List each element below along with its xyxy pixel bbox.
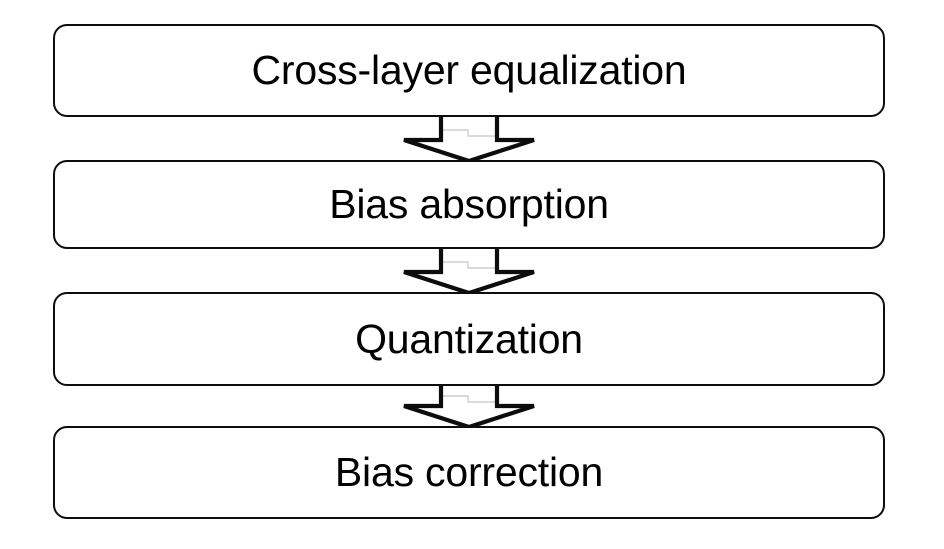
process-box-label: Bias correction — [334, 449, 604, 495]
process-box-label: Bias absorption — [329, 181, 609, 227]
process-box-cross-layer-equalization[interactable]: Cross-layer equalization — [53, 24, 885, 117]
process-box-label: Cross-layer equalization — [251, 47, 687, 93]
process-box-bias-correction[interactable]: Bias correction — [53, 426, 885, 519]
process-box-bias-absorption[interactable]: Bias absorption — [53, 160, 885, 249]
process-box-quantization[interactable]: Quantization — [53, 292, 885, 386]
process-box-label: Quantization — [355, 315, 583, 362]
